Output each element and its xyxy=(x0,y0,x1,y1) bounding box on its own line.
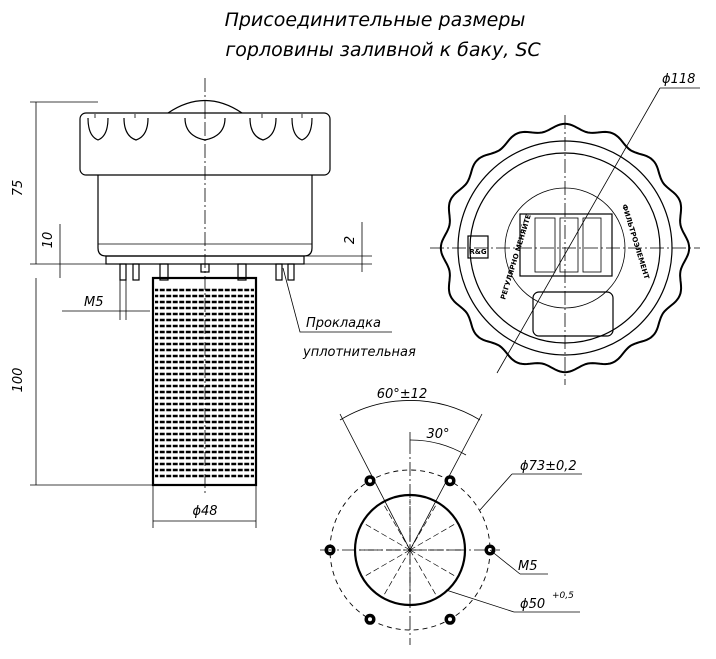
bolt-pattern-view: 60°±12 30° ϕ73±0,2 M5 ϕ50 +0,5 xyxy=(320,387,582,645)
filter-mesh xyxy=(155,288,254,478)
studs xyxy=(119,263,295,281)
dim-angle-span: 60°±12 xyxy=(377,387,427,402)
dim-cap-diameter: ϕ118 xyxy=(662,72,695,87)
cap-text-left: РЕГУЛЯРНО МЕНЯЙТЕ xyxy=(498,213,533,301)
dim-angle-step: 30° xyxy=(426,427,449,442)
angle-60-arc xyxy=(339,400,481,421)
ray-line xyxy=(409,522,458,551)
gasket-leader xyxy=(282,267,392,333)
brand-badge xyxy=(467,235,489,259)
ray-line xyxy=(409,549,458,578)
dim-filter-diameter: ϕ48 xyxy=(192,504,217,519)
ray-line xyxy=(409,549,438,598)
filter-element xyxy=(151,276,258,487)
gasket-label-1: Прокладка xyxy=(306,316,381,331)
dim-10: 10 xyxy=(41,232,56,249)
dim-m5-side: M5 xyxy=(84,295,104,310)
top-view: R&G РЕГУЛЯРНО МЕНЯЙТЕ ФИЛЬТРОЭЛЕМЕНТ ϕ11… xyxy=(430,72,700,385)
title-line-2: горловины заливной к баку, SC xyxy=(225,39,541,61)
dim-m5-plan: M5 xyxy=(518,559,538,574)
side-view: 75 10 2 M5 100 ϕ48 Прокладка уплотнитель… xyxy=(11,78,416,528)
dim-100: 100 xyxy=(11,368,26,393)
dim-hole-tolerance: +0,5 xyxy=(552,591,574,601)
badge-text: R&G xyxy=(469,248,486,256)
cap-grip-notches xyxy=(87,114,313,141)
dim-2: 2 xyxy=(343,236,358,244)
ray-line xyxy=(382,549,411,598)
cap-grip xyxy=(519,213,613,277)
ray-line xyxy=(362,522,411,551)
ray-line xyxy=(382,502,411,551)
cap-diameter-leader xyxy=(496,87,661,374)
gasket-label-2: уплотнительная xyxy=(302,345,416,360)
ray-line xyxy=(362,549,411,578)
dim-75: 75 xyxy=(11,180,26,197)
cap-label-plate xyxy=(532,291,614,337)
title-line-1: Присоединительные размеры xyxy=(225,9,526,31)
dim-bolt-circle: ϕ73±0,2 xyxy=(520,459,577,474)
dim-hole-diameter: ϕ50 xyxy=(520,597,545,612)
